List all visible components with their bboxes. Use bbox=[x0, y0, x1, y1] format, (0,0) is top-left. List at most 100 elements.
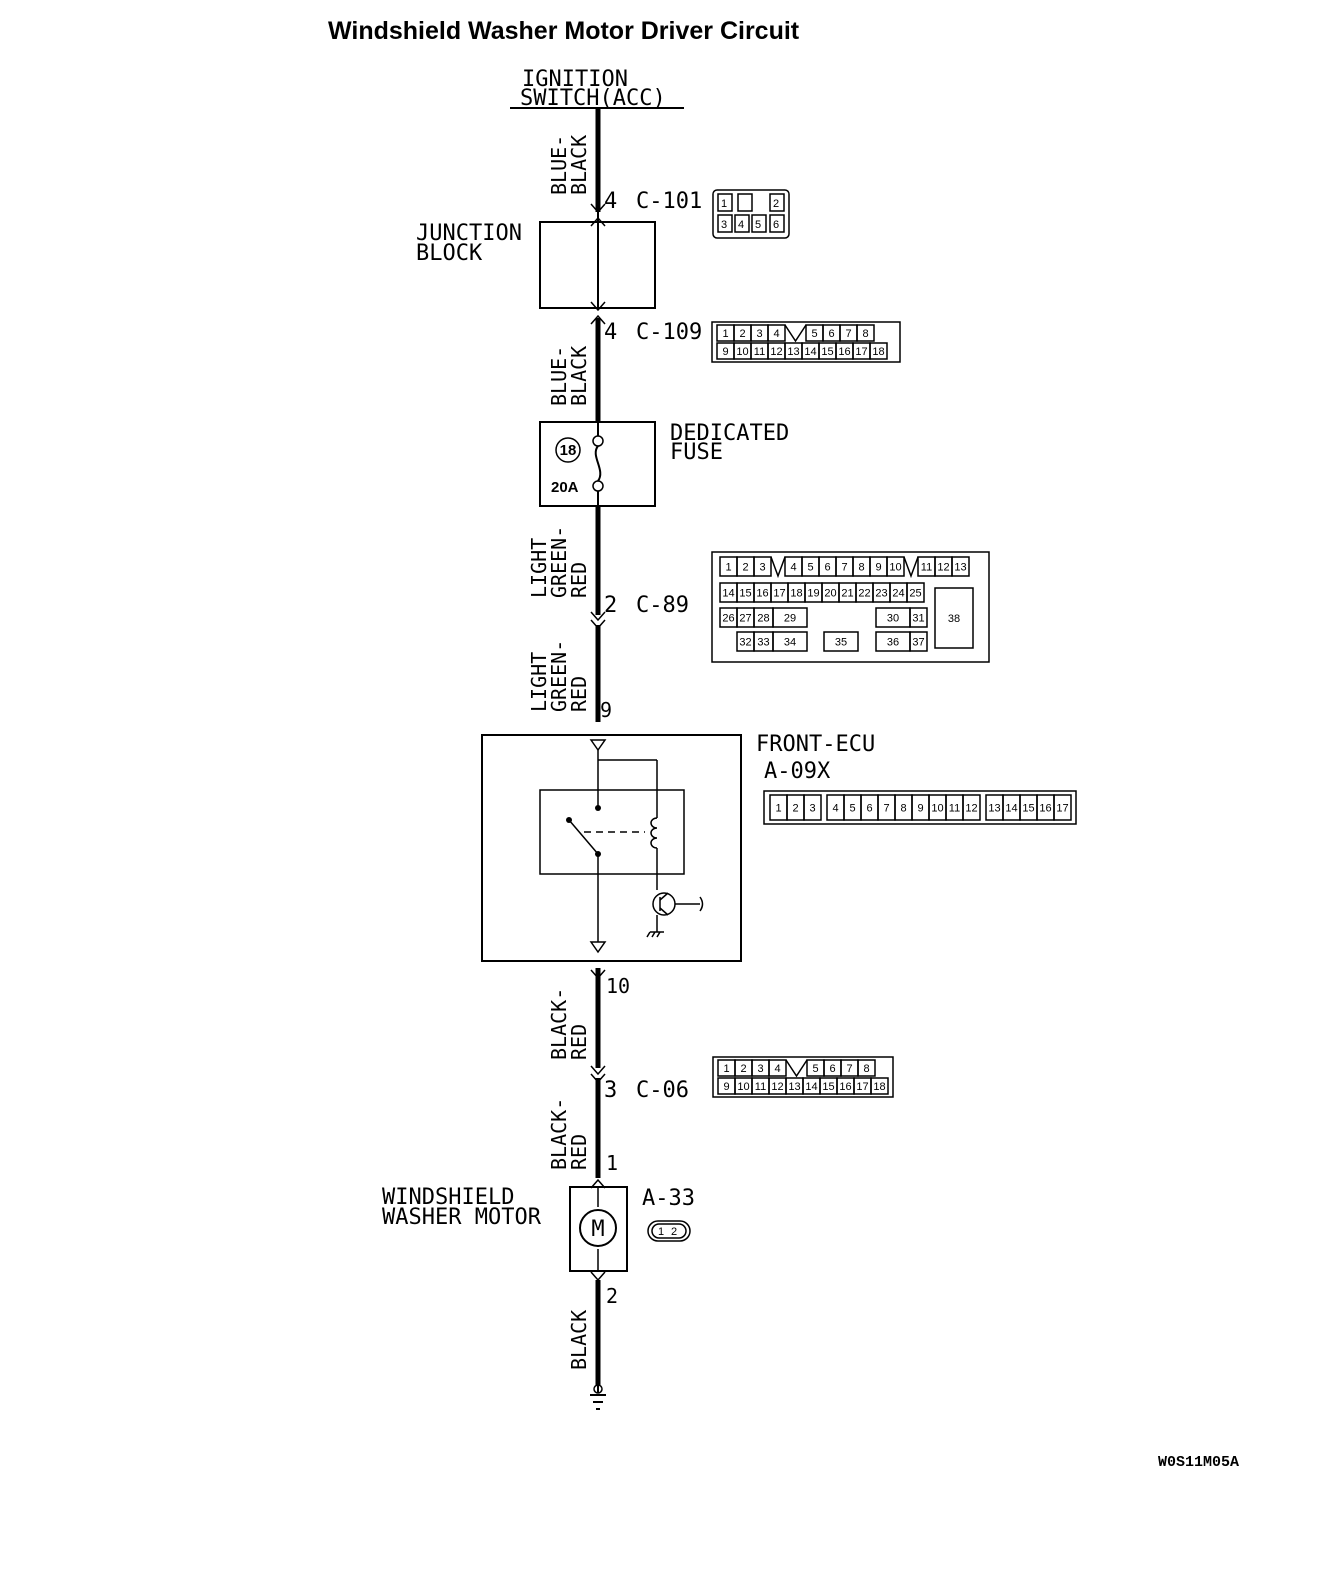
c89-cell bbox=[886, 556, 905, 577]
c89-pin-label: 38 bbox=[948, 613, 960, 625]
c89-pin-label: 34 bbox=[784, 637, 796, 649]
motor-terminal-out bbox=[590, 1271, 606, 1282]
c101-pin-label: 6 bbox=[773, 219, 779, 231]
washer-motor: 1 M 2 WINDSHIELD WASHER MOTOR A-33 1 2 bbox=[382, 1151, 695, 1308]
c101-pin-label: 1 bbox=[721, 198, 727, 210]
c109-pin-label: 16 bbox=[838, 346, 850, 358]
c06-pin-label: 18 bbox=[873, 1081, 885, 1093]
c89-pin-label: 36 bbox=[887, 637, 899, 649]
c109-pin-label: 13 bbox=[787, 346, 799, 358]
c06-pin-label: 13 bbox=[788, 1081, 800, 1093]
c89-cell bbox=[951, 556, 970, 577]
motor-symbol: M bbox=[591, 1217, 604, 1242]
c101-cell bbox=[717, 214, 733, 233]
ecu-pin-in: 9 bbox=[600, 698, 612, 722]
c101-cell bbox=[769, 193, 785, 212]
a09x-pin-label: 5 bbox=[849, 803, 855, 815]
c89-pin-label: 30 bbox=[887, 613, 899, 625]
a09x-pin-label: 6 bbox=[866, 803, 872, 815]
c89-pin-label: 16 bbox=[756, 588, 768, 600]
fuse-number: 18 bbox=[560, 442, 577, 459]
wire-label-1: BLUE- BLACK bbox=[547, 135, 591, 195]
a09x-pin-label: 7 bbox=[883, 803, 889, 815]
a09x-pin-label: 9 bbox=[917, 803, 923, 815]
c89-pin-label: 29 bbox=[784, 613, 796, 625]
c89-pin-label: 12 bbox=[937, 562, 949, 574]
a09x-cell bbox=[803, 794, 822, 821]
c06-cell bbox=[870, 1077, 889, 1095]
a09x-pin-label: 8 bbox=[900, 803, 906, 815]
c109-face bbox=[711, 321, 901, 363]
c89-pin-label: 11 bbox=[921, 562, 932, 574]
c109-pin-label: 4 bbox=[773, 328, 779, 340]
c89-pin-label: 17 bbox=[773, 588, 785, 600]
c101-face bbox=[712, 189, 790, 239]
transistor-emitter bbox=[659, 907, 669, 916]
a09x-pin-label: 17 bbox=[1056, 803, 1068, 815]
c06-pin-label: 12 bbox=[771, 1081, 783, 1093]
motor-pin-in: 1 bbox=[606, 1151, 618, 1175]
c06-pin-label: 9 bbox=[723, 1081, 729, 1093]
c89-terminal-mark bbox=[590, 611, 606, 630]
c89-pin-label: 24 bbox=[892, 588, 904, 600]
c109-pin-label: 6 bbox=[828, 328, 834, 340]
c109-pin: 4 bbox=[604, 320, 617, 345]
ecu-connector-name: A-09X bbox=[764, 759, 831, 784]
c89-pin-label: 25 bbox=[909, 588, 921, 600]
c06-pin-label: 10 bbox=[737, 1081, 749, 1093]
ecu-label: FRONT-ECU bbox=[756, 732, 875, 757]
a33-pin-label: 2 bbox=[671, 1226, 677, 1238]
c89-cell bbox=[823, 631, 859, 652]
c89-pin-label: 22 bbox=[858, 588, 870, 600]
c101-pin-label: 3 bbox=[721, 219, 727, 231]
c89-cell bbox=[909, 631, 928, 652]
c89-name: C-89 bbox=[636, 593, 689, 618]
wire-label-5: BLACK- RED bbox=[547, 988, 591, 1060]
a09x-pin-label: 4 bbox=[832, 803, 838, 815]
motor-pin-out: 2 bbox=[606, 1284, 618, 1308]
motor-label-line1: WINDSHIELD bbox=[382, 1185, 514, 1210]
c101-cell bbox=[717, 193, 733, 212]
ecu-out-terminal-mark bbox=[590, 969, 606, 980]
a09x-pin-label: 15 bbox=[1022, 803, 1034, 815]
a09x-pin-label: 1 bbox=[775, 803, 781, 815]
relay-contact bbox=[595, 805, 601, 811]
c109-cell bbox=[767, 324, 786, 342]
c109-pin-label: 5 bbox=[811, 328, 817, 340]
c89-pin-label: 23 bbox=[875, 588, 887, 600]
c101-name: C-101 bbox=[636, 189, 702, 214]
c06-pin-label: 16 bbox=[839, 1081, 851, 1093]
c109-key bbox=[784, 324, 807, 343]
junction-block-box bbox=[539, 221, 656, 309]
c06-name: C-06 bbox=[636, 1078, 689, 1103]
c109-pin-label: 9 bbox=[722, 346, 728, 358]
c06-pin: 3 bbox=[604, 1078, 617, 1103]
c89-pin-label: 18 bbox=[790, 588, 802, 600]
figure-code: W0S11M05A bbox=[1158, 1454, 1239, 1471]
c89-pin-label: 20 bbox=[824, 588, 836, 600]
wire-label-6-line1: BLACK- bbox=[547, 1098, 571, 1170]
a33-face bbox=[647, 1220, 691, 1242]
c06-pin-label: 15 bbox=[822, 1081, 834, 1093]
c101-terminal-mark bbox=[590, 203, 606, 227]
wire-label-4-line3: RED bbox=[567, 676, 591, 712]
motor-icon bbox=[579, 1209, 617, 1247]
ecu-ground-icon bbox=[646, 931, 664, 938]
relay-switch-arm bbox=[568, 819, 599, 855]
c89-pin-label: 15 bbox=[739, 588, 751, 600]
wire-label-7: BLACK bbox=[567, 1310, 591, 1370]
source-label-line2: SWITCH(ACC) bbox=[520, 86, 666, 111]
wire-label-1-line2: BLACK bbox=[567, 135, 591, 195]
a09x-pin-label: 2 bbox=[792, 803, 798, 815]
c06-cell bbox=[857, 1059, 876, 1077]
wire-label-4: LIGHT GREEN- RED bbox=[527, 640, 591, 712]
wire-label-2-line1: BLUE- bbox=[547, 346, 571, 406]
ecu-terminal-in bbox=[589, 739, 607, 752]
c06-pin-label: 4 bbox=[774, 1063, 780, 1075]
